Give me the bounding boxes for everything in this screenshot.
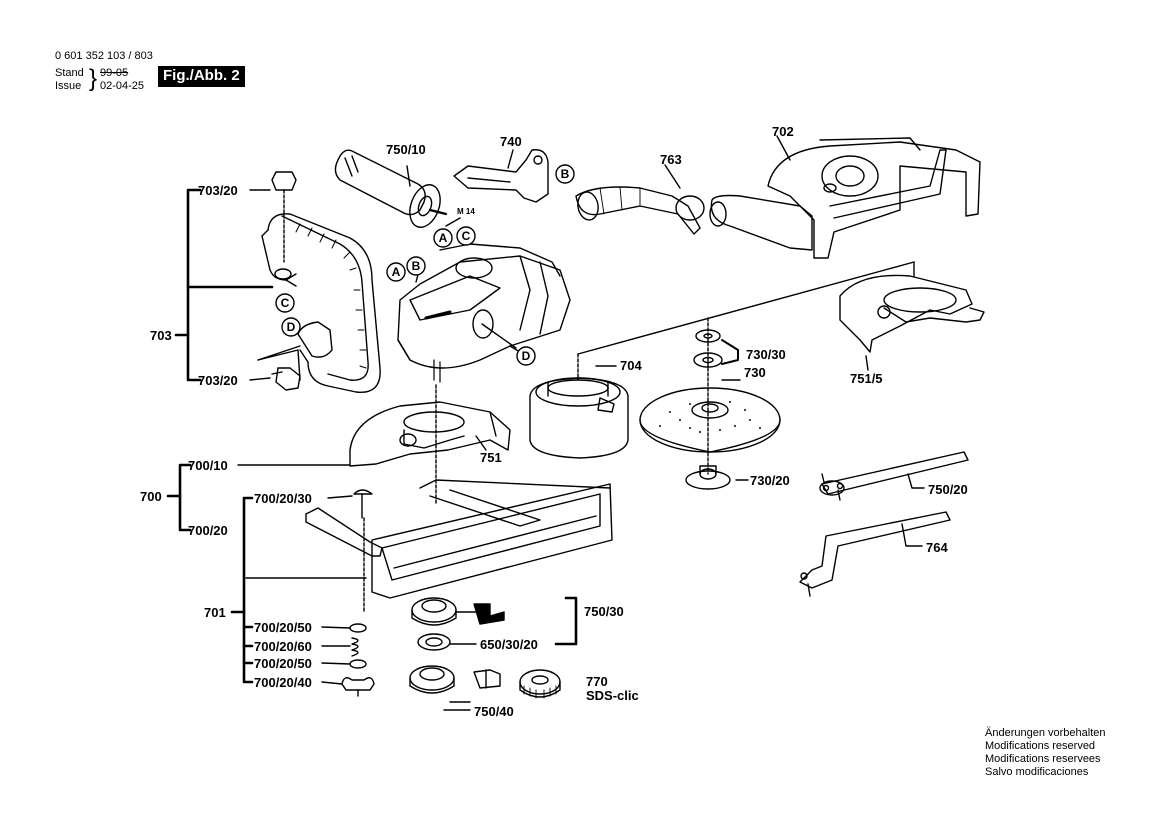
notice-es: Salvo modificaciones [985, 766, 1089, 778]
bracket-700 [178, 463, 192, 532]
connector-callouts: B A C A B C D D [275, 164, 575, 366]
connector-c-703: C [275, 293, 295, 313]
label-703: 703 [150, 328, 172, 343]
svg-text:A: A [392, 265, 401, 279]
svg-text:D: D [522, 349, 531, 363]
notice-fr: Modifications reservees [985, 753, 1101, 765]
stand-label: Stand [55, 67, 84, 79]
figure-badge: Fig./Abb. 2 [158, 66, 245, 87]
cutting-guide-700 [305, 469, 613, 599]
label-751-5: 751/5 [850, 371, 883, 386]
bow-handle-703 [261, 213, 381, 393]
notice-de: Änderungen vorbehalten [985, 727, 1106, 739]
connector-d-body: D [516, 346, 536, 366]
issue-value: 02-04-25 [100, 80, 145, 92]
spanner-750-20 [819, 451, 969, 501]
connector-a-body: A [386, 262, 406, 282]
connector-a-handle: A [433, 228, 453, 248]
label-740: 740 [500, 134, 522, 149]
label-700: 700 [140, 489, 162, 504]
label-700-20-50-b: 700/20/50 [254, 656, 312, 671]
issue-label: Issue [55, 80, 82, 92]
label-700-20-40: 700/20/40 [254, 675, 312, 690]
label-730-20: 730/20 [750, 473, 790, 488]
cut-guard-702 [709, 137, 981, 259]
label-750-40: 750/40 [474, 704, 514, 719]
stand-issue-brace: } [89, 65, 98, 92]
part-labels: 750/10 740 763 702 703/20 703 703/20 704… [140, 124, 968, 719]
small-hardware-700 [341, 623, 375, 697]
label-750-10: 750/10 [386, 142, 426, 157]
nut-770-sds-clic [519, 669, 561, 699]
label-650-30-20: 650/30/20 [480, 637, 538, 652]
part-number: 0 601 352 103 / 803 [55, 50, 153, 62]
grinder-body [397, 243, 571, 471]
stand-value: 99-05 [100, 67, 129, 79]
label-700-20-30: 700/20/30 [254, 491, 312, 506]
bracket-750-30 [554, 596, 578, 646]
thread-m14-label: M 14 [457, 207, 475, 216]
label-702: 702 [772, 124, 794, 139]
label-750-30: 750/30 [584, 604, 624, 619]
label-751: 751 [480, 450, 502, 465]
connector-c-handle: C [456, 226, 476, 246]
guard-751-5 [839, 274, 985, 353]
bolt-703-20-bottom [271, 367, 301, 391]
label-730-30: 730/30 [746, 347, 786, 362]
label-730: 730 [744, 365, 766, 380]
label-701: 701 [204, 605, 226, 620]
label-sds-clic: SDS-clic [586, 688, 639, 703]
hose-763 [575, 186, 705, 235]
label-704: 704 [620, 358, 642, 373]
connector-d-703: D [281, 317, 301, 337]
flange-750-30 [411, 597, 505, 626]
svg-text:C: C [462, 229, 471, 243]
label-700-20-50-a: 700/20/50 [254, 620, 312, 635]
bracket-740 [453, 149, 549, 203]
label-763: 763 [660, 152, 682, 167]
label-700-20: 700/20 [188, 523, 228, 538]
nut-730-20 [685, 465, 731, 490]
label-700-10: 700/10 [188, 458, 228, 473]
connector-b-body: B [406, 256, 426, 276]
label-770: 770 [586, 674, 608, 689]
label-700-20-60: 700/20/60 [254, 639, 312, 654]
ring-650-30-20 [417, 633, 451, 651]
notice-en: Modifications reserved [985, 740, 1096, 752]
bracket-701 [242, 496, 254, 684]
svg-text:B: B [561, 167, 570, 181]
label-750-20: 750/20 [928, 482, 968, 497]
label-764: 764 [926, 540, 948, 555]
bolt-703-20-top [271, 171, 297, 263]
washers-730-30 [693, 317, 723, 475]
svg-text:B: B [412, 259, 421, 273]
backing-pad-730 [639, 387, 781, 453]
side-handle-750-10 [334, 149, 448, 228]
cup-guard-704 [529, 353, 629, 459]
guard-751 [349, 401, 511, 467]
svg-text:C: C [281, 296, 290, 310]
label-703-20-top: 703/20 [198, 183, 238, 198]
svg-text:A: A [439, 231, 448, 245]
svg-text:D: D [287, 320, 296, 334]
connector-b-740: B [555, 164, 575, 184]
carriage-bolt-700-20-30 [353, 489, 373, 613]
flange-750-40 [409, 665, 501, 694]
label-703-20-bottom: 703/20 [198, 373, 238, 388]
bracket-703 [186, 188, 202, 382]
modification-notice: Änderungen vorbehalten Modifications res… [985, 727, 1105, 779]
spanner-764 [799, 511, 951, 597]
